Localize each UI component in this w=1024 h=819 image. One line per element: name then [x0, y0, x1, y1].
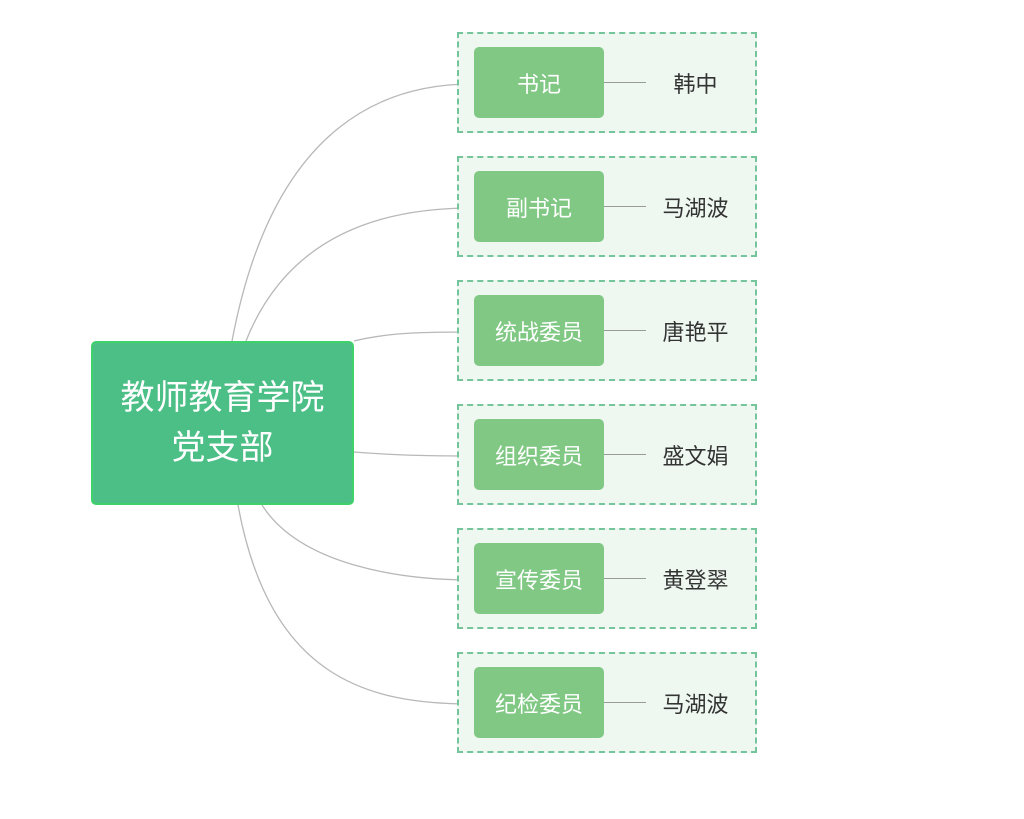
- name-connector: [604, 578, 646, 579]
- connector-4: [353, 451, 473, 457]
- name-connector: [604, 206, 646, 207]
- branch-group-5: 宣传委员 黄登翠: [457, 528, 757, 629]
- person-name[interactable]: 黄登翠: [662, 568, 729, 594]
- role-node[interactable]: 统战委员: [474, 295, 604, 366]
- branch-group-2: 副书记 马湖波: [457, 156, 757, 257]
- name-connector: [604, 454, 646, 455]
- connector-2: [245, 207, 473, 342]
- branch-group-1: 书记 韩中: [457, 32, 757, 133]
- connector-5: [261, 504, 473, 581]
- role-node[interactable]: 书记: [474, 47, 604, 118]
- role-node[interactable]: 纪检委员: [474, 667, 604, 738]
- connector-1: [231, 83, 473, 342]
- name-connector: [604, 330, 646, 331]
- person-name[interactable]: 马湖波: [662, 692, 729, 718]
- root-node[interactable]: 教师教育学院 党支部: [91, 341, 354, 505]
- person-name[interactable]: 唐艳平: [662, 320, 729, 346]
- connector-6: [237, 504, 473, 705]
- role-node[interactable]: 组织委员: [474, 419, 604, 490]
- role-node[interactable]: 副书记: [474, 171, 604, 242]
- name-connector: [604, 82, 646, 83]
- connector-3: [353, 331, 473, 342]
- root-label-line1: 教师教育学院: [120, 378, 325, 418]
- person-name[interactable]: 韩中: [673, 72, 718, 98]
- branch-group-3: 统战委员 唐艳平: [457, 280, 757, 381]
- person-name[interactable]: 马湖波: [662, 196, 729, 222]
- person-name[interactable]: 盛文娟: [662, 444, 729, 470]
- branch-group-6: 纪检委员 马湖波: [457, 652, 757, 753]
- role-node[interactable]: 宣传委员: [474, 543, 604, 614]
- name-connector: [604, 702, 646, 703]
- branch-group-4: 组织委员 盛文娟: [457, 404, 757, 505]
- root-label-line2: 党支部: [171, 428, 274, 468]
